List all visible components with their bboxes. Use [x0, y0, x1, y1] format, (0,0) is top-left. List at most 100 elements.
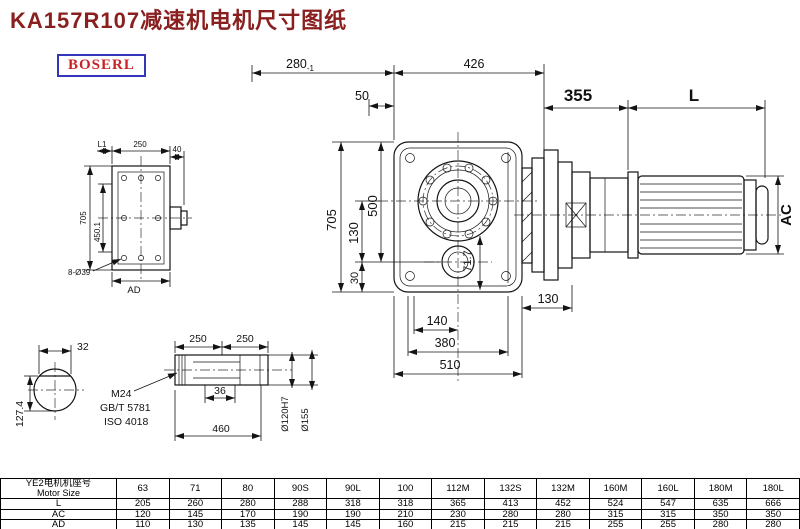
- size-column-header: 90L: [326, 478, 380, 499]
- size-value-cell: 110: [116, 519, 170, 529]
- dim-450-1-label: 450.1: [93, 221, 102, 242]
- thread-callout-gbt: GB/T 5781: [100, 402, 151, 414]
- flange-view-drawing: L1 250 40 705 450.1 8-Ø39 AD: [68, 140, 192, 296]
- size-value-cell: 255: [588, 519, 643, 529]
- size-column-header: 71: [168, 478, 223, 499]
- dim-130-right-label: 130: [538, 292, 559, 306]
- shaft-end-view-drawing: 32 127.4: [14, 341, 89, 427]
- size-value-cell: 280: [693, 519, 748, 529]
- dim-AC-label: AC: [778, 204, 795, 226]
- front-view-dimensions: 705 500 130 30 71.7 140 380 510 130: [324, 141, 573, 378]
- top-dimensions: 280-1 426 50 355 L: [251, 57, 766, 178]
- size-value-cell: 318: [378, 498, 433, 510]
- dim-32-label: 32: [77, 341, 89, 353]
- dim-355-label: 355: [564, 86, 592, 105]
- size-value-cell: 280: [221, 498, 275, 510]
- size-value-cell: 210: [378, 508, 433, 520]
- dim-36-label: 36: [214, 385, 226, 397]
- size-value-cell: 170: [221, 508, 275, 520]
- dim-30-label: 30: [349, 272, 361, 284]
- dim-460-label: 460: [212, 423, 230, 435]
- size-value-cell: 205: [116, 498, 170, 510]
- brand-logo: BOSERL: [57, 54, 146, 77]
- size-value-cell: 280: [483, 508, 538, 520]
- dim-280-label: 280-1: [286, 57, 315, 73]
- size-column-header: 112M: [431, 478, 485, 499]
- size-value-cell: 160: [378, 519, 433, 529]
- size-column-header: 90S: [273, 478, 328, 499]
- dim-510-label: 510: [440, 358, 461, 372]
- dim-130-front-label: 130: [346, 222, 361, 244]
- thread-callout-iso: ISO 4018: [104, 416, 149, 428]
- dim-71-7-label: 71.7: [462, 250, 474, 271]
- size-value-cell: 280: [536, 508, 590, 520]
- size-value-cell: 288: [273, 498, 328, 510]
- size-value-cell: 315: [641, 508, 695, 520]
- size-value-cell: 190: [273, 508, 328, 520]
- size-value-cell: 260: [168, 498, 223, 510]
- dim-L1-label: L1: [98, 140, 107, 149]
- dim-250-flange-label: 250: [133, 140, 147, 149]
- size-value-cell: 130: [168, 519, 223, 529]
- size-column-header: 63: [116, 478, 170, 499]
- size-value-cell: 230: [431, 508, 485, 520]
- size-value-cell: 145: [168, 508, 223, 520]
- dim-140-label: 140: [427, 314, 448, 328]
- dim-d120-label: Ø120H7: [280, 396, 291, 431]
- size-value-cell: 145: [273, 519, 328, 529]
- size-value-cell: 215: [431, 519, 485, 529]
- size-value-cell: 350: [746, 508, 800, 520]
- size-value-cell: 215: [483, 519, 538, 529]
- size-value-cell: 547: [641, 498, 695, 510]
- side-view-drawing: AC: [514, 149, 795, 281]
- size-value-cell: 524: [588, 498, 643, 510]
- dim-500-label: 500: [365, 195, 380, 217]
- dim-250a-label: 250: [189, 333, 207, 345]
- dim-L-label: L: [689, 86, 699, 105]
- size-value-cell: 315: [588, 508, 643, 520]
- size-value-cell: 190: [326, 508, 380, 520]
- size-column-header: 180M: [693, 478, 748, 499]
- size-value-cell: 120: [116, 508, 170, 520]
- size-column-header: 180L: [746, 478, 800, 499]
- dimension-drawing: L1 250 40 705 450.1 8-Ø39 AD: [14, 57, 795, 441]
- size-value-cell: 135: [221, 519, 275, 529]
- size-value-cell: 215: [536, 519, 590, 529]
- dim-d155-label: Ø155: [300, 408, 311, 431]
- dim-705-flange-label: 705: [79, 211, 88, 225]
- dim-50-label: 50: [355, 89, 369, 103]
- row-label: AD: [0, 519, 117, 529]
- size-value-cell: 255: [641, 519, 695, 529]
- size-value-cell: 350: [693, 508, 748, 520]
- size-column-header: 132M: [536, 478, 590, 499]
- dim-250b-label: 250: [236, 333, 254, 345]
- size-value-cell: 318: [326, 498, 380, 510]
- size-value-cell: 280: [746, 519, 800, 529]
- row-label: L: [0, 498, 117, 510]
- thread-callout-m24: M24: [111, 388, 132, 400]
- size-value-cell: 635: [693, 498, 748, 510]
- size-column-header: 160M: [588, 478, 643, 499]
- size-column-header: 100: [378, 478, 433, 499]
- page-title: KA157R107减速机电机尺寸图纸: [10, 8, 348, 33]
- dim-380-label: 380: [435, 336, 456, 350]
- dim-40-label: 40: [173, 145, 182, 154]
- size-value-cell: 666: [746, 498, 800, 510]
- size-value-cell: 452: [536, 498, 590, 510]
- size-column-header: 132S: [483, 478, 538, 499]
- dim-705-front-label: 705: [324, 209, 339, 231]
- size-value-cell: 145: [326, 519, 380, 529]
- dim-426-label: 426: [464, 57, 485, 71]
- size-value-cell: 365: [431, 498, 485, 510]
- dim-127-4-label: 127.4: [14, 401, 26, 427]
- front-view-drawing: [378, 132, 540, 382]
- size-column-header: 160L: [641, 478, 695, 499]
- shaft-side-view-drawing: 250 250 M24 GB/T 5781 ISO 4018 36 460 Ø1…: [100, 333, 318, 441]
- dim-AD-label: AD: [127, 285, 140, 296]
- dim-8-holes-label: 8-Ø39: [68, 268, 91, 277]
